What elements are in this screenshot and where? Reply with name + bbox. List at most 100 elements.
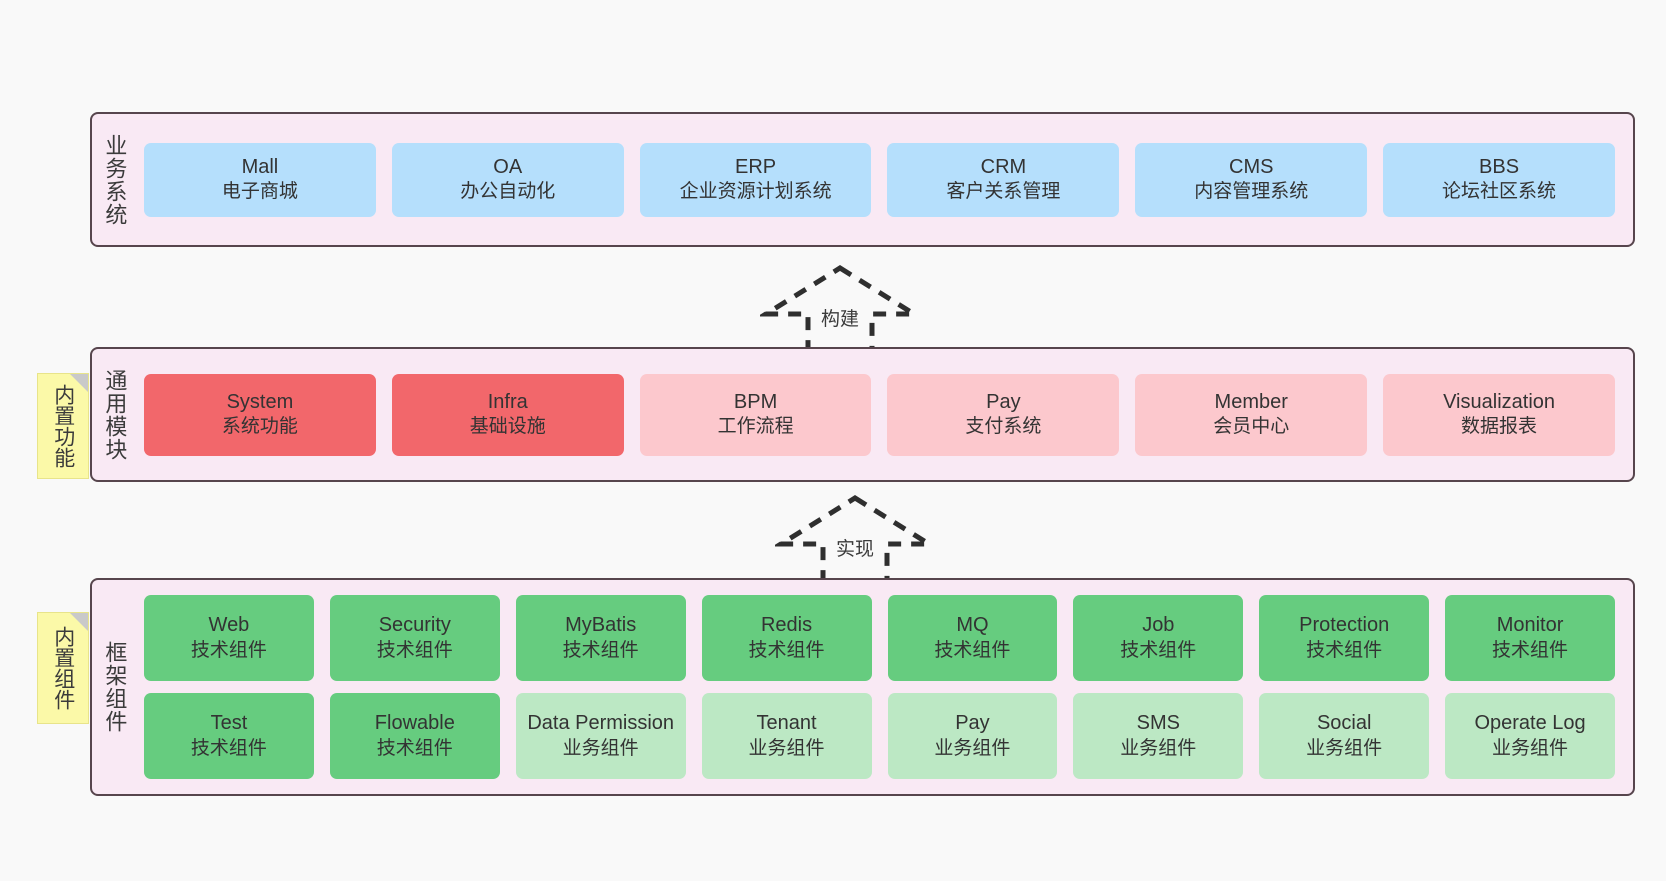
card-mall-desc: 电子商城 xyxy=(221,181,298,203)
card-redis-name: Redis xyxy=(760,614,813,637)
card-member[interactable]: Member 会员中心 xyxy=(1135,373,1368,456)
card-pay-module[interactable]: Pay 支付系统 xyxy=(887,373,1120,456)
layer-framework-components-body: Web 技术组件 Security 技术组件 MyBatis 技术组件 Redi… xyxy=(136,580,1633,794)
card-pay-component-name: Pay xyxy=(955,712,990,735)
card-erp-desc: 企业资源计划系统 xyxy=(679,181,832,203)
card-cms-desc: 内容管理系统 xyxy=(1194,181,1309,203)
card-bpm-name: BPM xyxy=(733,390,778,413)
card-visualization-name: Visualization xyxy=(1443,390,1556,413)
card-member-desc: 会员中心 xyxy=(1213,416,1290,438)
card-job-desc: 技术组件 xyxy=(1120,639,1197,661)
card-monitor-desc: 技术组件 xyxy=(1492,639,1569,661)
card-mybatis-name: MyBatis xyxy=(565,614,637,637)
card-operate-log-desc: 业务组件 xyxy=(1492,737,1569,759)
card-pay-module-name: Pay xyxy=(986,390,1021,413)
framework-business-row: Test 技术组件 Flowable 技术组件 Data Permission … xyxy=(144,693,1615,779)
card-crm-desc: 客户关系管理 xyxy=(946,181,1061,203)
card-pay-component[interactable]: Pay 业务组件 xyxy=(887,693,1058,779)
card-tenant[interactable]: Tenant 业务组件 xyxy=(701,693,872,779)
card-bbs-desc: 论坛社区系统 xyxy=(1442,181,1557,203)
card-protection-name: Protection xyxy=(1299,614,1390,637)
sticky-note-builtin-component: 内置组件 xyxy=(37,612,89,724)
card-system[interactable]: System 系统功能 xyxy=(144,373,376,456)
card-data-permission[interactable]: Data Permission 业务组件 xyxy=(515,693,686,779)
layer-framework-components: 框架组件 Web 技术组件 Security 技术组件 MyBatis 技术组件… xyxy=(90,578,1635,796)
card-sms[interactable]: SMS 业务组件 xyxy=(1073,693,1244,779)
card-data-permission-desc: 业务组件 xyxy=(562,737,639,759)
card-test-name: Test xyxy=(210,712,248,735)
card-bpm[interactable]: BPM 工作流程 xyxy=(639,373,872,456)
card-infra-name: Infra xyxy=(487,390,528,413)
card-mq-name: MQ xyxy=(956,614,989,637)
card-protection[interactable]: Protection 技术组件 xyxy=(1259,595,1430,681)
card-flowable-name: Flowable xyxy=(374,712,455,735)
card-mybatis-desc: 技术组件 xyxy=(562,639,639,661)
card-social-name: Social xyxy=(1316,712,1372,735)
card-bbs-name: BBS xyxy=(1479,155,1520,178)
card-security[interactable]: Security 技术组件 xyxy=(329,595,500,681)
layer-business-systems-body: Mall 电子商城 OA 办公自动化 ERP 企业资源计划系统 CRM 客户关系… xyxy=(136,114,1633,245)
card-monitor[interactable]: Monitor 技术组件 xyxy=(1445,595,1615,681)
layer-common-modules: 通用模块 System 系统功能 Infra 基础设施 BPM 工作流程 Pay xyxy=(90,347,1635,482)
card-mall[interactable]: Mall 电子商城 xyxy=(144,142,376,217)
card-pay-component-desc: 业务组件 xyxy=(934,737,1011,759)
card-social[interactable]: Social 业务组件 xyxy=(1259,693,1430,779)
card-sms-name: SMS xyxy=(1136,712,1180,735)
card-bpm-desc: 工作流程 xyxy=(717,416,794,438)
card-visualization-desc: 数据报表 xyxy=(1461,416,1538,438)
card-visualization[interactable]: Visualization 数据报表 xyxy=(1383,373,1615,456)
card-test-desc: 技术组件 xyxy=(190,737,267,759)
card-oa[interactable]: OA 办公自动化 xyxy=(391,142,624,217)
arrow-implement: 实现 xyxy=(775,492,935,587)
card-crm[interactable]: CRM 客户关系管理 xyxy=(887,142,1120,217)
card-mybatis[interactable]: MyBatis 技术组件 xyxy=(515,595,686,681)
layer-framework-components-title: 框架组件 xyxy=(102,641,128,733)
card-security-name: Security xyxy=(378,614,451,637)
layer-common-modules-body: System 系统功能 Infra 基础设施 BPM 工作流程 Pay 支付系统… xyxy=(136,349,1633,480)
card-protection-desc: 技术组件 xyxy=(1306,639,1383,661)
card-job-name: Job xyxy=(1142,614,1175,637)
arrow-build: 构建 xyxy=(760,262,920,357)
card-sms-desc: 业务组件 xyxy=(1120,737,1197,759)
card-mq[interactable]: MQ 技术组件 xyxy=(887,595,1058,681)
card-test[interactable]: Test 技术组件 xyxy=(144,693,314,779)
card-cms-name: CMS xyxy=(1229,155,1274,178)
sticky-note-builtin-function: 内置功能 xyxy=(37,373,89,479)
card-web-desc: 技术组件 xyxy=(190,639,267,661)
card-system-desc: 系统功能 xyxy=(221,416,298,438)
layer-business-systems-title: 业务系统 xyxy=(102,133,128,226)
card-mq-desc: 技术组件 xyxy=(934,639,1011,661)
card-erp[interactable]: ERP 企业资源计划系统 xyxy=(639,142,872,217)
card-oa-name: OA xyxy=(493,155,523,178)
card-mall-name: Mall xyxy=(241,155,279,178)
card-job[interactable]: Job 技术组件 xyxy=(1073,595,1244,681)
card-cms[interactable]: CMS 内容管理系统 xyxy=(1135,142,1368,217)
card-redis[interactable]: Redis 技术组件 xyxy=(701,595,872,681)
card-monitor-name: Monitor xyxy=(1496,614,1564,637)
card-pay-module-desc: 支付系统 xyxy=(965,416,1042,438)
common-card-row: System 系统功能 Infra 基础设施 BPM 工作流程 Pay 支付系统… xyxy=(144,373,1615,456)
card-security-desc: 技术组件 xyxy=(376,639,453,661)
business-card-row: Mall 电子商城 OA 办公自动化 ERP 企业资源计划系统 CRM 客户关系… xyxy=(144,142,1615,217)
card-erp-name: ERP xyxy=(735,155,777,178)
layer-business-systems: 业务系统 Mall 电子商城 OA 办公自动化 ERP 企业资源计划系统 CRM xyxy=(90,112,1635,247)
card-operate-log[interactable]: Operate Log 业务组件 xyxy=(1445,693,1615,779)
card-infra-desc: 基础设施 xyxy=(469,416,546,438)
card-web-name: Web xyxy=(208,614,250,637)
card-data-permission-name: Data Permission xyxy=(527,712,675,735)
card-crm-name: CRM xyxy=(980,155,1027,178)
card-web[interactable]: Web 技术组件 xyxy=(144,595,314,681)
card-bbs[interactable]: BBS 论坛社区系统 xyxy=(1383,142,1615,217)
framework-tech-row: Web 技术组件 Security 技术组件 MyBatis 技术组件 Redi… xyxy=(144,595,1615,681)
card-member-name: Member xyxy=(1214,390,1288,413)
card-tenant-name: Tenant xyxy=(756,712,817,735)
card-flowable[interactable]: Flowable 技术组件 xyxy=(329,693,500,779)
card-tenant-desc: 业务组件 xyxy=(748,737,825,759)
card-oa-desc: 办公自动化 xyxy=(460,181,556,203)
card-redis-desc: 技术组件 xyxy=(748,639,825,661)
layer-common-modules-title: 通用模块 xyxy=(102,368,128,461)
card-operate-log-name: Operate Log xyxy=(1474,712,1586,735)
card-social-desc: 业务组件 xyxy=(1306,737,1383,759)
card-infra[interactable]: Infra 基础设施 xyxy=(391,373,624,456)
